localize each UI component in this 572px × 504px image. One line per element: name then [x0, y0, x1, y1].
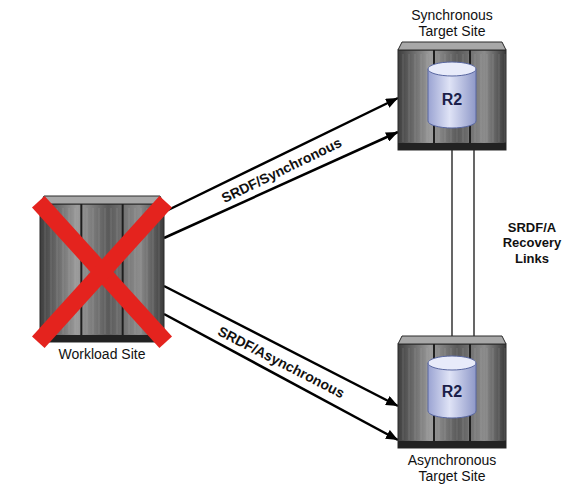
- replication-arrow: [164, 286, 398, 406]
- recovery-link: [473, 150, 474, 336]
- storage-array: Workload Site: [40, 196, 164, 342]
- link-label: SRDF/A Recovery Links: [496, 220, 568, 267]
- volume-label: R2: [428, 91, 476, 109]
- storage-array: Asynchronous Target SiteR2: [398, 336, 506, 448]
- storage-array: Synchronous Target SiteR2: [398, 42, 506, 150]
- replication-arrow: [164, 132, 398, 238]
- replication-arrow: [164, 98, 398, 212]
- link-label: SRDF/Synchronous: [217, 134, 346, 207]
- storage-array-icon: [40, 196, 164, 342]
- site-label: Asynchronous Target Site: [396, 452, 508, 484]
- site-label: Workload Site: [32, 346, 172, 362]
- link-label: SRDF/Asynchronous: [213, 322, 348, 401]
- recovery-link: [451, 150, 452, 336]
- site-label: Synchronous Target Site: [396, 7, 508, 39]
- volume-cylinder: R2: [428, 356, 484, 418]
- replication-arrow: [164, 314, 398, 440]
- volume-cylinder: R2: [428, 62, 484, 128]
- volume-label: R2: [428, 383, 476, 401]
